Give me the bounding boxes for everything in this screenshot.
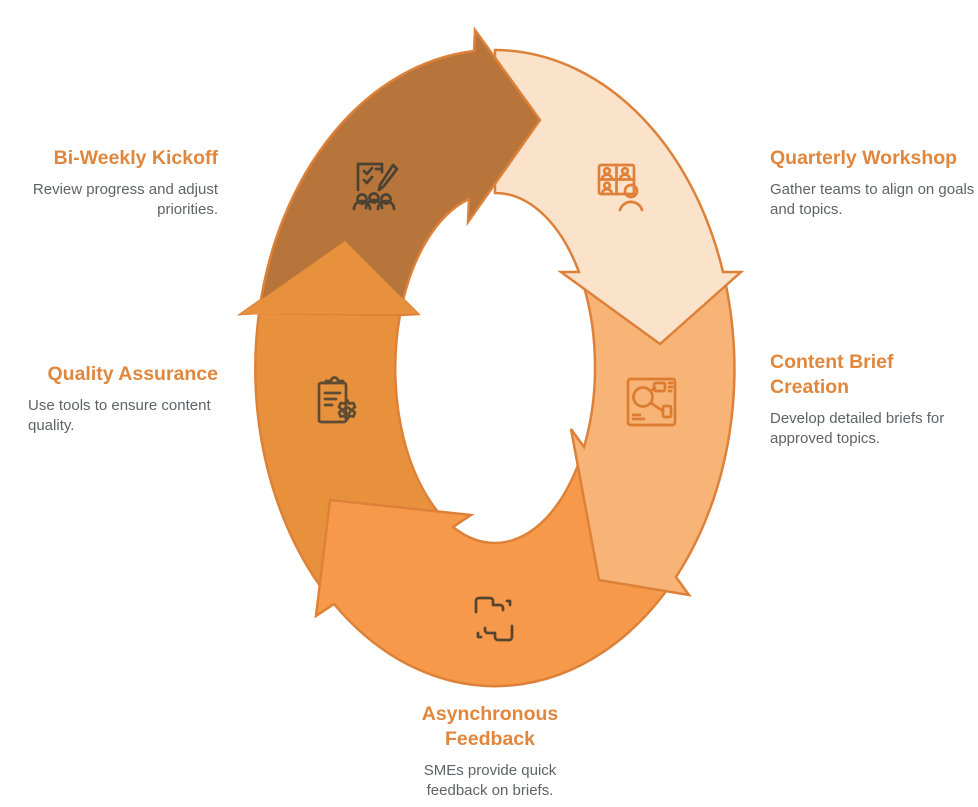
step-title: Asynchronous Feedback (421, 703, 559, 750)
chat-exchange-icon (474, 596, 514, 642)
step-description: Develop detailed briefs for approved top… (770, 410, 945, 447)
step-title: Quality Assurance (47, 363, 218, 385)
document-layout-icon (626, 377, 677, 427)
segment-content-brief-creation (569, 270, 736, 597)
step-asynchronous-feedback: Asynchronous Feedback SMEs provide quick… (395, 702, 585, 801)
step-quarterly-workshop: Quarterly Workshop Gather teams to align… (770, 146, 978, 220)
step-content-brief-creation: Content Brief Creation Develop detailed … (770, 350, 960, 449)
step-bi-weekly-kickoff: Bi-Weekly Kickoff Review progress and ad… (0, 146, 218, 220)
step-title: Bi-Weekly Kickoff (53, 147, 218, 169)
segment-quarterly-workshop (493, 48, 745, 346)
step-quality-assurance: Quality Assurance Use tools to ensure co… (28, 362, 218, 436)
segment-bi-weekly-kickoff (257, 26, 542, 317)
step-title: Quarterly Workshop (770, 147, 958, 169)
review-team-icon (352, 162, 399, 211)
video-conference-icon (597, 163, 644, 212)
step-description: Gather teams to align on goals and topic… (770, 181, 975, 218)
step-description: Use tools to ensure content quality. (28, 397, 211, 434)
step-description: SMEs provide quick feedback on briefs. (423, 762, 557, 799)
clipboard-gear-icon (317, 376, 357, 424)
quality-assurance-arrowhead (241, 241, 418, 314)
step-title: Content Brief Creation (770, 351, 894, 398)
step-description: Review progress and adjust priorities. (32, 181, 218, 218)
